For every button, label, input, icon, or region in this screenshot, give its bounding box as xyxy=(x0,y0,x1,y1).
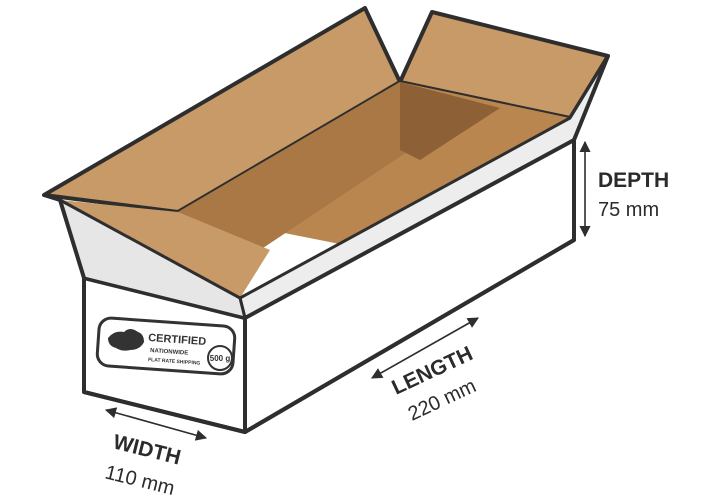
badge-weight-circle xyxy=(207,345,233,371)
badge-subtitle: NATIONWIDE xyxy=(150,348,189,357)
depth-value: 75 mm xyxy=(598,199,659,221)
badge-weight: 500 g xyxy=(210,354,231,363)
width-value: 110 mm xyxy=(103,462,177,497)
width-label: WIDTH xyxy=(111,431,183,470)
depth-dimension: DEPTH 75 mm xyxy=(579,140,669,238)
certified-badge: CERTIFIED NATIONWIDE FLAT RATE SHIPPING … xyxy=(95,316,237,376)
width-arrow xyxy=(104,407,208,441)
length-arrow xyxy=(371,317,479,379)
front-inner-flap xyxy=(60,200,270,298)
interior-shadow xyxy=(400,82,500,160)
badge-caption: FLAT RATE SHIPPING xyxy=(148,357,201,367)
width-dimension: WIDTH 110 mm xyxy=(103,407,208,497)
depth-label: DEPTH xyxy=(598,169,669,192)
badge-title: CERTIFIED xyxy=(148,332,207,348)
australia-map-icon xyxy=(108,329,144,351)
